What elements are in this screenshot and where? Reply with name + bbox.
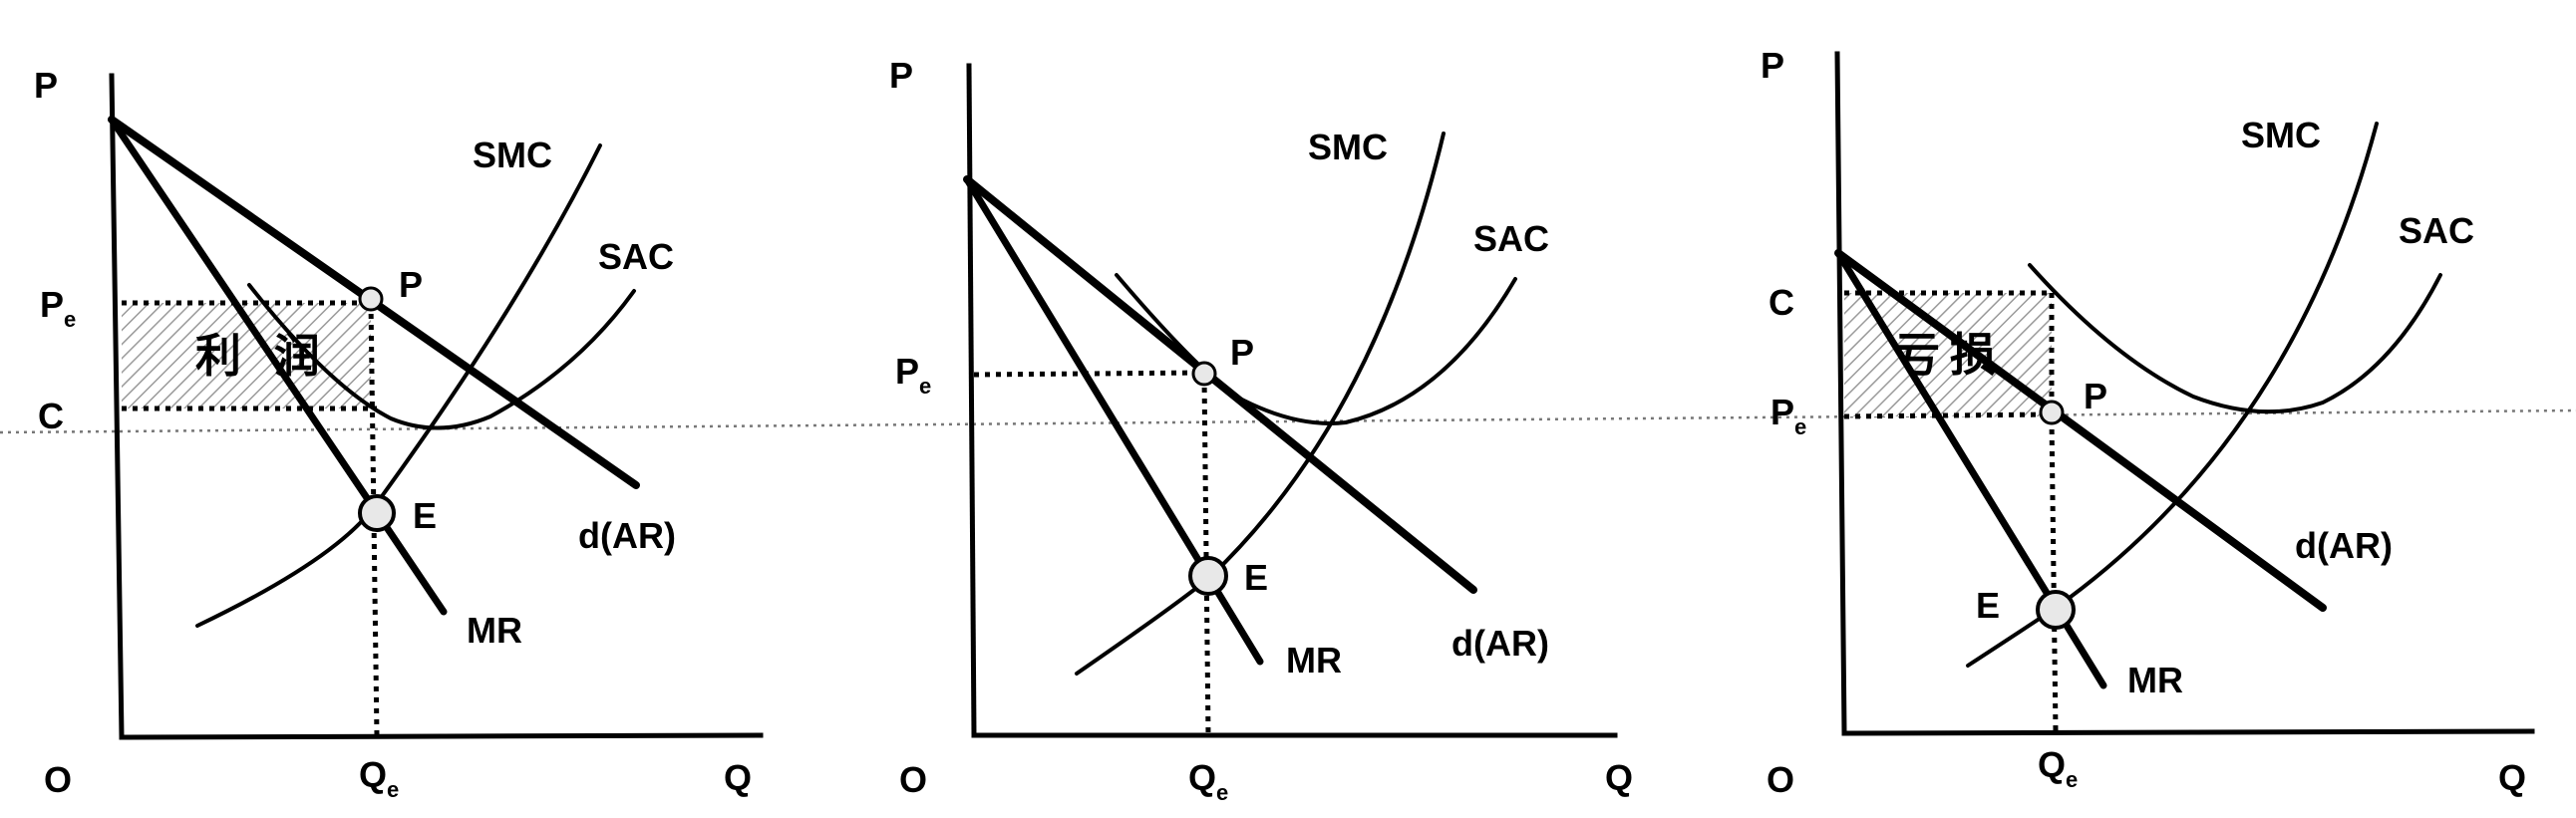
y-axis: [1834, 51, 1847, 736]
pe-label: Pe: [1771, 392, 1806, 439]
point-p-label: P: [1230, 332, 1254, 373]
demand-label: d(AR): [1451, 623, 1549, 664]
horizontal-guide-line: [0, 409, 2576, 434]
qe-label: Qe: [2038, 744, 2078, 792]
smc-curve: [1966, 122, 2379, 668]
panel-loss: 亏损 P Q O C Pe Qe P E SMC SAC d(AR) MR: [1761, 45, 2535, 800]
sac-label: SAC: [2399, 210, 2474, 251]
demand-curve: [1834, 249, 2327, 612]
pe-price-line: [1843, 411, 2053, 419]
point-e-marker: [358, 494, 396, 532]
mr-curve: [108, 116, 448, 616]
qe-quantity-line: [2049, 417, 2059, 732]
demand-label: d(AR): [2295, 525, 2393, 566]
x-axis-label: Q: [2498, 757, 2526, 798]
point-p-marker: [1191, 361, 1217, 387]
y-axis: [966, 63, 977, 738]
x-axis-label: Q: [1605, 757, 1633, 798]
qe-quantity-line: [1201, 376, 1211, 736]
qe-label: Qe: [359, 754, 399, 802]
y-axis-label: P: [889, 55, 913, 96]
point-e-label: E: [413, 495, 437, 536]
smc-curve: [1075, 132, 1446, 676]
smc-curve: [195, 143, 602, 628]
point-p-label: P: [399, 264, 423, 305]
origin-label: O: [44, 759, 72, 800]
panel-profit: 利 润 P Q O Pe C Qe P E SMC SAC d(AR) MR: [34, 65, 764, 802]
pe-label: Pe: [895, 351, 931, 399]
y-axis-label: P: [34, 65, 58, 106]
point-e-marker: [2036, 590, 2076, 630]
y-axis: [109, 73, 125, 740]
origin-label: O: [899, 759, 927, 800]
point-e-label: E: [1976, 585, 2000, 626]
point-e-marker: [1188, 556, 1228, 596]
c-label: C: [1769, 282, 1794, 323]
y-axis-label: P: [1761, 45, 1784, 86]
sac-curve: [1115, 273, 1517, 425]
origin-label: O: [1767, 759, 1794, 800]
demand-label: d(AR): [578, 515, 676, 556]
qe-label: Qe: [1188, 757, 1228, 805]
point-p-label: P: [2084, 376, 2107, 416]
point-e-label: E: [1244, 557, 1268, 598]
demand-curve: [963, 175, 1477, 594]
sac-label: SAC: [1473, 218, 1549, 259]
smc-label: SMC: [1308, 127, 1388, 167]
point-p-marker: [358, 286, 384, 312]
c-label: C: [38, 396, 64, 436]
panel-normal-profit: P Q O Pe Qe P E SMC SAC d(AR) MR: [889, 55, 1633, 805]
mr-label: MR: [467, 610, 522, 651]
sac-curve: [247, 283, 636, 430]
mr-label: MR: [1286, 640, 1342, 681]
smc-label: SMC: [473, 135, 552, 175]
pe-label: Pe: [40, 284, 76, 332]
sac-label: SAC: [598, 236, 674, 277]
x-axis: [119, 732, 764, 740]
x-axis-label: Q: [724, 757, 752, 798]
sac-curve: [2028, 263, 2442, 414]
mr-label: MR: [2127, 660, 2183, 700]
x-axis: [1841, 728, 2535, 736]
point-p-marker: [2039, 400, 2065, 425]
smc-label: SMC: [2241, 115, 2321, 155]
